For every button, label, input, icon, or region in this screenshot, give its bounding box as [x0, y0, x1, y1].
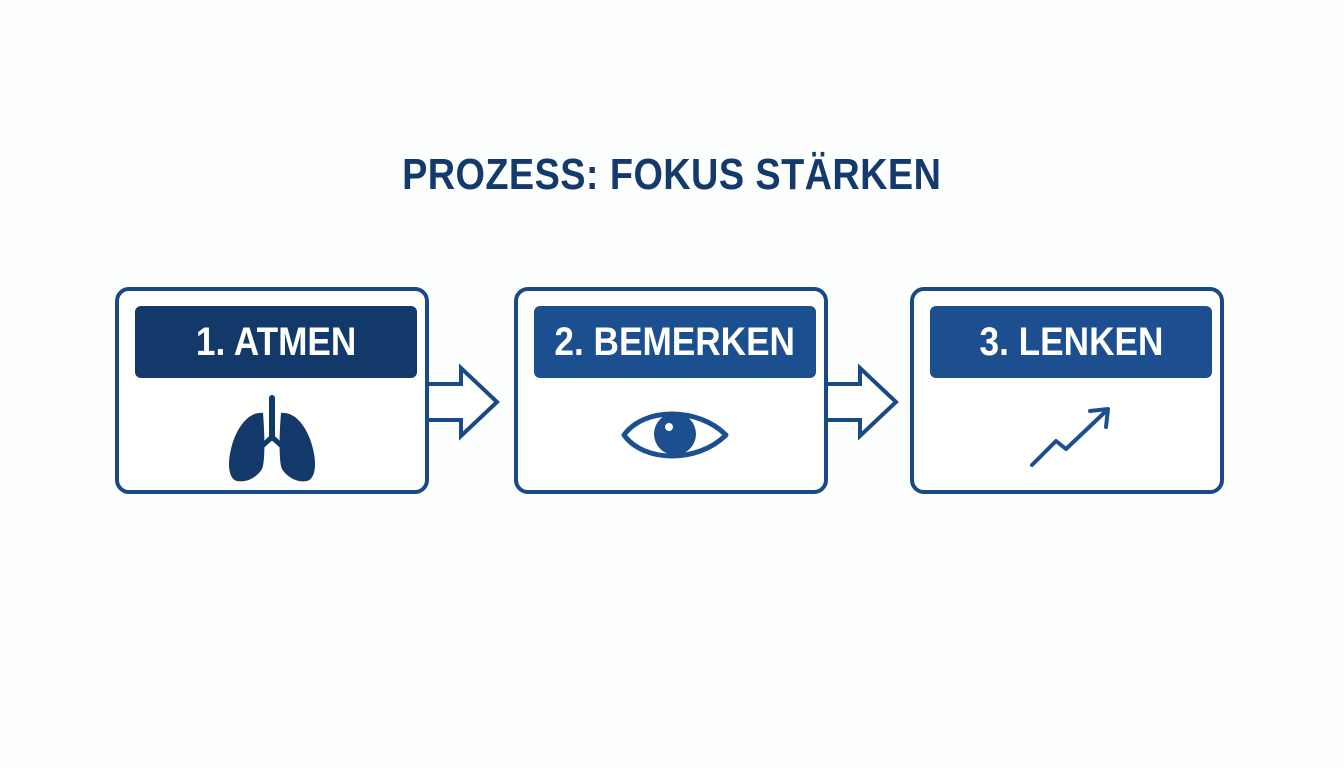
step-box-bemerken: 2. BEMERKEN — [514, 287, 828, 494]
lungs-icon — [229, 395, 315, 482]
trend-up-arrow-icon — [1030, 407, 1110, 467]
step-label-atmen: 1. ATMEN — [135, 306, 417, 378]
step-label-text: 2. BEMERKEN — [554, 320, 796, 364]
step-label-text: 3. LENKEN — [979, 320, 1163, 364]
diagram-title: PROZESS: FOKUS STÄRKEN — [402, 150, 942, 199]
step-label-lenken: 3. LENKEN — [930, 306, 1212, 378]
step-label-text: 1. ATMEN — [195, 320, 357, 364]
eye-icon — [621, 411, 729, 459]
step-label-bemerken: 2. BEMERKEN — [534, 306, 816, 378]
flow-arrow-icon — [828, 363, 899, 441]
flow-arrow-icon — [429, 363, 500, 441]
step-box-lenken: 3. LENKEN — [910, 287, 1224, 494]
step-box-atmen: 1. ATMEN — [115, 287, 429, 494]
